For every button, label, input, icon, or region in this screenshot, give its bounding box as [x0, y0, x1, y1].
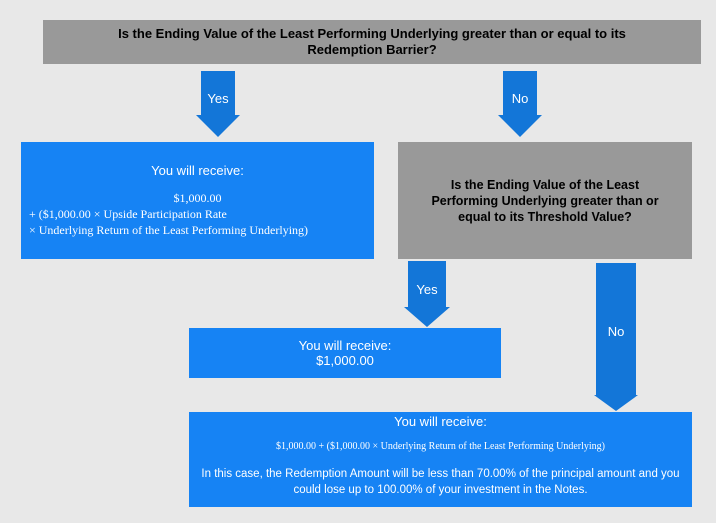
- result-2-title: You will receive:: [298, 338, 392, 353]
- arrow-yes-1-label: Yes: [207, 91, 229, 106]
- question-2-text: Is the Ending Value of the Least Perform…: [431, 177, 659, 224]
- question-1-text: Is the Ending Value of the Least Perform…: [118, 26, 626, 57]
- result-3-title: You will receive:: [394, 414, 487, 429]
- result-3-note: In this case, the Redemption Amount will…: [201, 468, 680, 496]
- result-1-line-2: + ($1,000.00 × Upside Participation Rate: [29, 207, 227, 221]
- result-1-box: You will receive: $1,000.00 + ($1,000.00…: [21, 142, 374, 259]
- question-1-box: Is the Ending Value of the Least Perform…: [43, 20, 701, 64]
- result-1-line-1: $1,000.00: [173, 191, 222, 205]
- result-1-title: You will receive:: [151, 163, 244, 178]
- arrow-yes-2: Yes: [404, 261, 450, 327]
- result-2-box: You will receive: $1,000.00: [189, 328, 501, 378]
- question-2-box: Is the Ending Value of the Least Perform…: [398, 142, 692, 259]
- arrow-no-2-label: No: [607, 324, 625, 339]
- arrow-yes-2-label: Yes: [416, 282, 438, 297]
- result-3-formula: $1,000.00 + ($1,000.00 × Underlying Retu…: [276, 441, 605, 452]
- arrow-no-1: No: [498, 71, 542, 137]
- result-2-amount: $1,000.00: [316, 353, 374, 368]
- result-3-box: You will receive: $1,000.00 + ($1,000.00…: [189, 412, 692, 507]
- arrow-no-2: No: [594, 263, 638, 411]
- result-1-line-3: × Underlying Return of the Least Perform…: [29, 223, 309, 237]
- arrow-yes-1: Yes: [196, 71, 240, 137]
- arrow-no-1-label: No: [511, 91, 529, 106]
